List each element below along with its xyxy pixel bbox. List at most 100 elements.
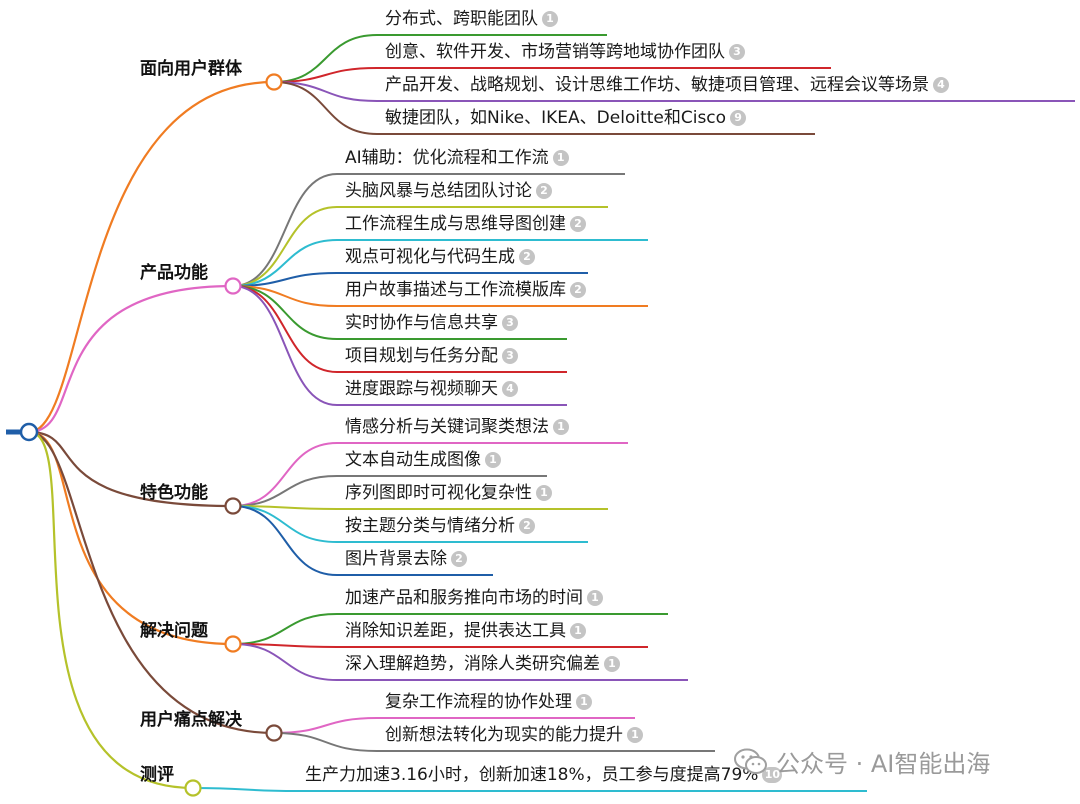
count-badge: 2 bbox=[536, 183, 552, 199]
count-badge: 3 bbox=[729, 44, 745, 60]
leaf-text: 进度跟踪与视频聊天 bbox=[345, 379, 498, 399]
count-badge: 1 bbox=[627, 727, 643, 743]
branch-6-node bbox=[184, 779, 202, 797]
leaf-text: 按主题分类与情绪分析 bbox=[345, 516, 515, 536]
count-badge: 2 bbox=[519, 249, 535, 265]
branch-2-leaf-2-line bbox=[232, 206, 608, 287]
branch-1-connector bbox=[28, 80, 275, 434]
count-badge: 2 bbox=[570, 282, 586, 298]
leaf-text: 实时协作与信息共享 bbox=[345, 313, 498, 333]
branch-3-leaf-2-line bbox=[232, 475, 547, 507]
branch-2-connector bbox=[28, 284, 234, 434]
count-badge: 1 bbox=[536, 485, 552, 501]
branch-2-leaf-3-line bbox=[232, 239, 648, 287]
count-badge: 1 bbox=[576, 694, 592, 710]
leaf-text: AI辅助：优化流程和工作流 bbox=[345, 148, 549, 168]
leaf-text: 分布式、跨职能团队 bbox=[385, 9, 538, 29]
leaf-text: 敏捷团队，如Nike、IKEA、Deloitte和Cisco bbox=[385, 108, 727, 128]
count-badge: 2 bbox=[570, 216, 586, 232]
branch-6-leaf-1: 生产力加速3.16小时，创新加速18%，员工参与度提高79%10 bbox=[305, 764, 783, 786]
leaf-text: 序列图即时可视化复杂性 bbox=[345, 483, 532, 503]
branch-2-leaf-6-line bbox=[232, 285, 567, 340]
leaf-text: 头脑风暴与总结团队讨论 bbox=[345, 181, 532, 201]
leaf-text: 创新想法转化为现实的能力提升 bbox=[385, 725, 623, 745]
branch-4-node bbox=[224, 635, 242, 653]
count-badge: 2 bbox=[451, 551, 467, 567]
leaf-text: 用户故事描述与工作流模版库 bbox=[345, 280, 566, 300]
branch-6-label: 测评 bbox=[140, 765, 174, 785]
count-badge: 4 bbox=[502, 381, 518, 397]
branch-3-leaf-3-line bbox=[232, 505, 608, 510]
leaf-text: 工作流程生成与思维导图创建 bbox=[345, 214, 566, 234]
root-node bbox=[19, 422, 39, 442]
branch-5-leaf-1-line bbox=[273, 717, 635, 734]
count-badge: 9 bbox=[730, 110, 747, 126]
leaf-text: 项目规划与任务分配 bbox=[345, 346, 498, 366]
branch-2-leaf-5-line bbox=[232, 285, 648, 307]
leaf-text: 观点可视化与代码生成 bbox=[345, 247, 515, 267]
branch-3-connector bbox=[28, 430, 234, 508]
branch-4-leaf-2-line bbox=[232, 643, 648, 648]
leaf-text: 创意、软件开发、市场营销等跨地域协作团队 bbox=[385, 42, 725, 62]
branch-2-label: 产品功能 bbox=[140, 263, 208, 283]
branch-2-leaf-4-line bbox=[232, 272, 588, 287]
count-badge: 1 bbox=[485, 452, 501, 468]
branch-3-leaf-5-line bbox=[232, 505, 493, 576]
branch-3-node bbox=[224, 497, 242, 515]
branch-1-leaf-4-line bbox=[273, 81, 815, 135]
leaf-text: 情感分析与关键词聚类想法 bbox=[345, 417, 549, 437]
count-badge: 1 bbox=[552, 150, 569, 166]
leaf-text: 图片背景去除 bbox=[345, 549, 447, 569]
count-badge: 1 bbox=[570, 623, 586, 639]
branch-6-connector bbox=[28, 430, 194, 790]
leaf-text: 深入理解趋势，消除人类研究偏差 bbox=[345, 654, 600, 674]
branch-5-leaf-2-line bbox=[273, 732, 715, 752]
branch-2-node bbox=[224, 277, 242, 295]
branch-1-node bbox=[265, 73, 283, 91]
wechat-icon bbox=[734, 748, 767, 774]
count-badge: 3 bbox=[502, 315, 518, 331]
branch-6-leaf-1-line bbox=[192, 787, 867, 792]
branch-1-leaf-2-line bbox=[273, 67, 831, 83]
branch-3-leaf-4-line bbox=[232, 505, 588, 543]
branch-4-leaf-1-line bbox=[232, 613, 668, 645]
branch-5-connector bbox=[28, 430, 275, 735]
branch-5-label: 用户痛点解决 bbox=[140, 710, 242, 730]
watermark: 公众号 · AI智能出海 bbox=[734, 744, 990, 779]
branch-2-leaf-8-line bbox=[232, 285, 567, 406]
count-badge: 1 bbox=[587, 590, 603, 606]
leaf-text: 生产力加速3.16小时，创新加速18%，员工参与度提高79% bbox=[305, 765, 759, 785]
count-badge: 2 bbox=[519, 518, 535, 534]
count-badge: 1 bbox=[542, 11, 558, 27]
count-badge: 1 bbox=[604, 656, 620, 672]
count-badge: 4 bbox=[933, 77, 949, 93]
leaf-text: 复杂工作流程的协作处理 bbox=[385, 692, 572, 712]
branch-5-node bbox=[265, 724, 283, 742]
branch-3-leaf-1-line bbox=[232, 442, 628, 507]
count-badge: 1 bbox=[553, 419, 569, 435]
branch-1-label: 面向用户群体 bbox=[140, 59, 242, 79]
branch-4-leaf-3-line bbox=[232, 643, 688, 681]
watermark-text: 公众号 · AI智能出海 bbox=[776, 750, 991, 778]
